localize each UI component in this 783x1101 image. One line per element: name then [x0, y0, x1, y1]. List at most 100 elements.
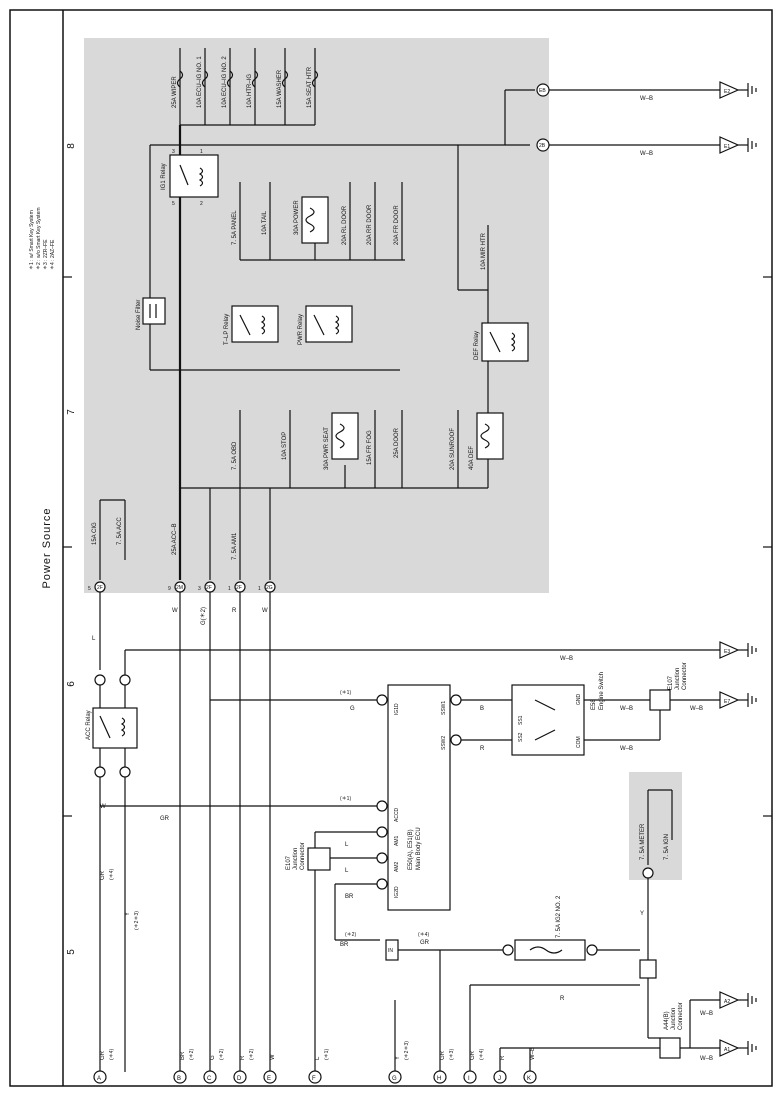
- note-ig1d: (＊1): [340, 690, 351, 696]
- ig2-fuse: 7. 5A IG2 NO. 2: [502, 895, 598, 961]
- wire-br-ig2d: BR: [345, 894, 354, 900]
- e107-mid-label-1: Junction: [293, 848, 299, 870]
- ground-a1: A1: [724, 1047, 730, 1053]
- ig2-fuse-label: 7. 5A IG2 NO. 2: [556, 895, 562, 938]
- terminal-b: [173, 1070, 187, 1084]
- pwr-relay: PWR Relay: [298, 305, 353, 345]
- fuses-low-row: 7. 5A OBD 10A STOP 15A FR FOG 25A DOOR 2…: [232, 410, 504, 488]
- note-label-c: (＊2): [219, 1049, 225, 1060]
- pwr-relay-label: PWR Relay: [298, 314, 304, 345]
- ecu-pin-ig1d: IG1D: [394, 703, 400, 715]
- a44-label-2: Connector: [678, 1002, 684, 1030]
- fuse-pwr-seat: 30A PWR SEAT: [324, 427, 330, 470]
- conn-pin-4: 1: [228, 586, 231, 592]
- note-y-mid: (＊2＊3): [134, 911, 140, 930]
- left-terminals: A B C D E F G H I J K: [93, 1000, 537, 1084]
- fuse-wiper: 25A WIPER: [172, 76, 178, 108]
- svg-text:2B: 2B: [539, 143, 546, 149]
- terminal-a-label: A: [97, 1076, 101, 1082]
- column-number-5: 5: [66, 949, 77, 955]
- footnotes: ＊1 : w/ Smart Key System ＊2 : w/o Smart …: [29, 207, 56, 270]
- fuse-rl-door: 20A RL DOOR: [342, 205, 348, 245]
- wire-label-b: BR: [180, 1051, 186, 1060]
- ecu-pin-ssw2: SSW2: [441, 736, 447, 750]
- wire-label-i: GR: [470, 1050, 476, 1060]
- fuse-acc-b: 25A ACC–B: [172, 523, 178, 555]
- a44-id: A44(B): [664, 1011, 670, 1030]
- wire-gr-mid: GR: [100, 870, 106, 880]
- e107-top-label-2: Connector: [682, 662, 688, 690]
- wire-wb-gnd: W–B: [620, 706, 633, 712]
- note-label-a: (＊4): [109, 1049, 115, 1060]
- terminal-h-label: H: [437, 1076, 441, 1082]
- terminal-j-label: J: [498, 1076, 501, 1082]
- ecu-pin-am1: AM1: [394, 836, 400, 847]
- terminal-b-label: B: [177, 1076, 181, 1082]
- svg-text:2F: 2F: [206, 585, 212, 591]
- wire-y-meter: Y: [640, 911, 644, 917]
- wire-gr-accd: GR: [160, 816, 170, 822]
- wire-g2-top: G(＊2): [200, 607, 207, 625]
- e107-mid-id: E107: [286, 855, 292, 870]
- ground-e2: E2: [724, 89, 730, 95]
- left-wire-labels: GR (＊4) BR (＊2) G (＊2) R (＊2) W L (＊1) Y…: [100, 804, 536, 1060]
- wire-br-in: BR: [340, 942, 349, 948]
- conn-pin-2: 9: [168, 586, 171, 592]
- fuse-htr-ig: 10A HTR–IG: [247, 74, 253, 108]
- ecu-pin-accd: ACCD: [394, 807, 400, 822]
- engine-switch: SS1 SS2 GND COM E58 Engine Switch: [511, 672, 605, 756]
- wire-w-top: W: [172, 608, 178, 614]
- wire-wb-e7: W–B: [690, 706, 703, 712]
- ig1-relay-label: IG1 Relay: [161, 163, 167, 190]
- note-label-f: (＊1): [324, 1049, 330, 1060]
- fuse-obd: 7. 5A OBD: [232, 441, 238, 470]
- noise-filter: Noise Filter: [136, 297, 166, 330]
- terminal-c: [203, 1070, 217, 1084]
- note-2: ＊2 : w/o Smart Key System: [36, 207, 42, 270]
- top-grounds: EB 2B W–B W–B E2 E1: [504, 81, 757, 157]
- wire-label-h: GR: [440, 1050, 446, 1060]
- svg-text:2G: 2G: [266, 585, 273, 591]
- svg-text:2F: 2F: [97, 585, 103, 591]
- column-number-7: 7: [66, 409, 77, 415]
- note-br-in: (＊2): [345, 932, 356, 938]
- ecu-pin-ig2d: IG2D: [394, 886, 400, 898]
- note-gr-in: (＊4): [418, 932, 429, 938]
- fuse-mir-htr: 10A MIR HTR: [481, 232, 487, 270]
- ground-e3-label: E3: [724, 649, 730, 655]
- fuse-fr-door: 20A FR DOOR: [394, 205, 400, 245]
- svg-text:3: 3: [172, 149, 175, 155]
- ground-e1: E1: [724, 144, 730, 150]
- fuse-rr-door: 20A RR DOOR: [367, 204, 373, 245]
- es-com: COM: [576, 736, 582, 748]
- terminal-f: [308, 1070, 322, 1084]
- es-id: E58: [591, 699, 597, 710]
- fuses-left: 15A CIG 7. 5A ACC 25A ACC–B 7. 5A AM1: [92, 488, 271, 580]
- terminal-d-label: D: [237, 1076, 242, 1082]
- wire-wb-com: W–B: [620, 746, 633, 752]
- note-4: ＊4 : 2AZ–FE: [50, 239, 56, 270]
- terminal-d: [233, 1070, 247, 1084]
- column-number-6: 6: [66, 681, 77, 687]
- a44-label-1: Junction: [671, 1008, 677, 1030]
- terminal-g-label: G: [392, 1076, 397, 1082]
- conn-pin-5: 1: [258, 586, 261, 592]
- def-relay: DEF Relay: [474, 322, 529, 362]
- fuse-def-box: [476, 412, 504, 460]
- note-label-g: (＊2＊3): [404, 1041, 410, 1060]
- fuse-ecu-ig-2: 10A ECU–IG NO. 2: [222, 56, 228, 108]
- conn-pin-1: 5: [88, 586, 91, 592]
- wire-r-top: R: [232, 608, 237, 614]
- fuse-meter: 7. 5A METER: [640, 823, 646, 860]
- fuse-ecu-ig-1: 10A ECU–IG NO. 1: [197, 56, 203, 108]
- wire-b-ssw1: B: [480, 706, 484, 712]
- e107-mid-label-2: Connector: [300, 842, 306, 870]
- es-ss1: SS1: [518, 715, 524, 725]
- def-relay-label: DEF Relay: [474, 331, 480, 360]
- terminal-h: [433, 1070, 447, 1084]
- fuse-ign: 7. 5A IGN: [664, 834, 670, 860]
- noise-filter-label: Noise Filter: [136, 300, 142, 330]
- svg-text:2M: 2M: [176, 585, 183, 591]
- ground-e7: E7: [719, 691, 757, 709]
